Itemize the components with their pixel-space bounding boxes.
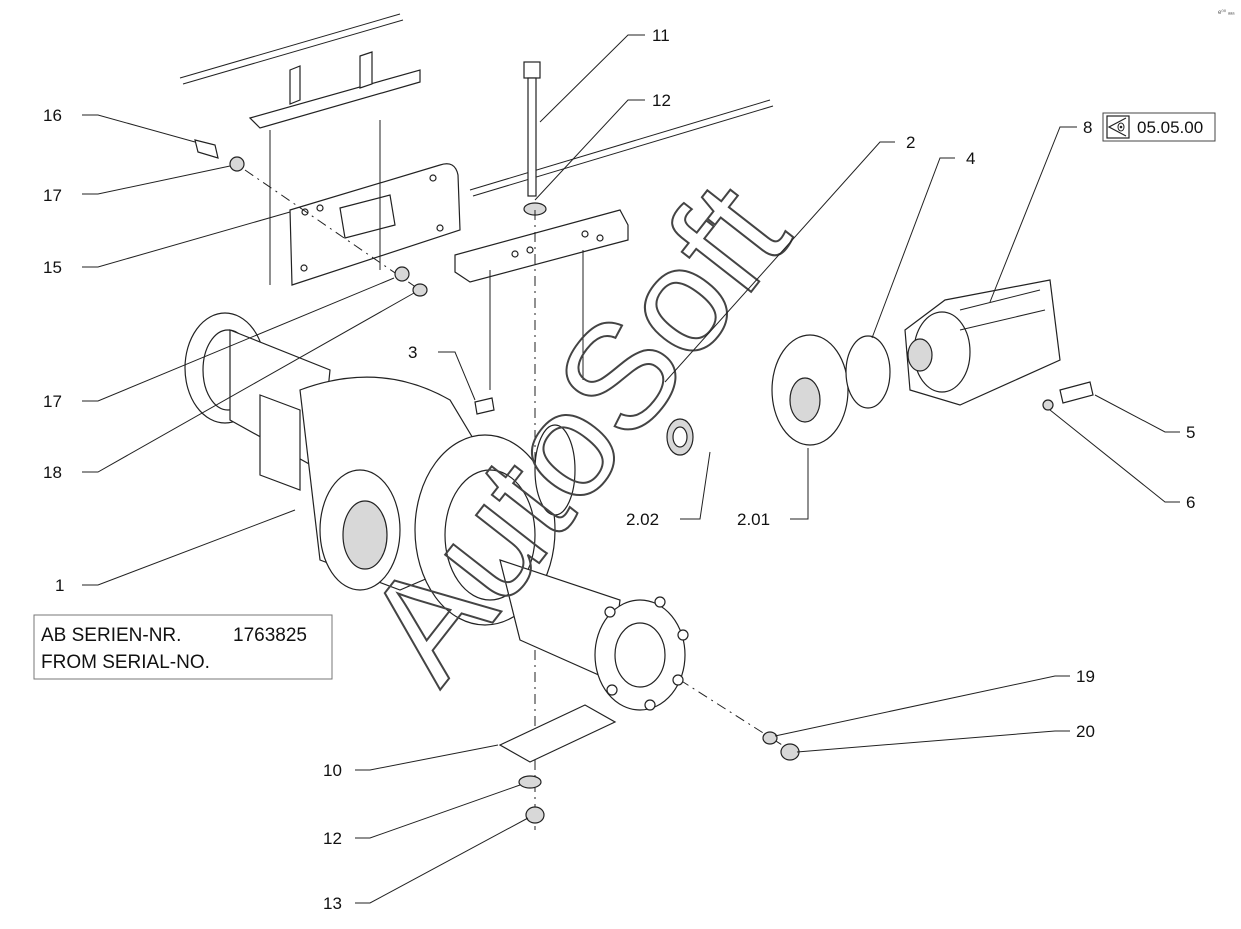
cover-2-01: [771, 334, 849, 446]
eye-triangle-icon: [1106, 115, 1130, 139]
nut-13: [525, 806, 545, 824]
motor-8: [904, 279, 1061, 406]
callout-5: 5: [1186, 423, 1195, 442]
callout-15: 15: [43, 258, 62, 277]
washer-12b: [518, 775, 542, 789]
callout-12-top: 12: [652, 91, 671, 110]
callout-6: 6: [1186, 493, 1195, 512]
callout-labels: 16 17 15 17 18 1 11 12 2 4 8 3 2.02 2.01…: [43, 26, 1195, 913]
seal-ring-4: [845, 335, 891, 409]
serial-number-box: AB SERIEN-NR. 1763825 FROM SERIAL-NO.: [33, 614, 333, 680]
reference-text: 05.05.00: [1137, 118, 1203, 137]
callout-10: 10: [323, 761, 342, 780]
nut-20: [780, 743, 800, 761]
callout-16: 16: [43, 106, 62, 125]
chassis-rails: [179, 13, 774, 197]
washer-17b: [394, 266, 410, 282]
callout-18: 18: [43, 463, 62, 482]
callout-17-top: 17: [43, 186, 62, 205]
serial-label-de: AB SERIEN-NR.: [41, 625, 181, 646]
leader-lines: [82, 34, 1180, 904]
bolt-16: [194, 139, 219, 159]
nut-18: [412, 283, 428, 297]
bolt-11: [523, 61, 547, 216]
callout-12-bottom: 12: [323, 829, 342, 848]
callout-17-bottom: 17: [43, 392, 62, 411]
washer-19: [762, 731, 778, 745]
bolt-3: [474, 397, 495, 415]
callout-13: 13: [323, 894, 342, 913]
left-bolt-axis: [244, 169, 421, 291]
callout-11: 11: [652, 26, 670, 45]
serial-label-en: FROM SERIAL-NO.: [41, 652, 210, 673]
washer-17a: [229, 156, 245, 172]
callout-2: 2: [906, 133, 915, 152]
callout-1: 1: [55, 576, 64, 595]
left-mounting-bracket: [248, 51, 461, 286]
axle-assembly: [184, 312, 689, 711]
callout-19: 19: [1076, 667, 1095, 686]
serial-number: 1763825: [233, 625, 307, 646]
corner-mark: e⁰⁰ ₐₐₐ: [1218, 9, 1235, 16]
callout-20: 20: [1076, 722, 1095, 741]
washer-6: [1042, 399, 1054, 411]
callout-2-01: 2.01: [737, 510, 770, 529]
right-mounting-bracket: [454, 209, 629, 390]
bearing-2-02: [666, 418, 694, 456]
callout-3: 3: [408, 343, 417, 362]
callout-2-02: 2.02: [626, 510, 659, 529]
plate-10: [498, 704, 617, 763]
reference-box[interactable]: 05.05.00: [1102, 112, 1216, 142]
callout-4: 4: [966, 149, 975, 168]
bolt-5: [1059, 381, 1094, 404]
callout-8: 8: [1083, 118, 1092, 137]
